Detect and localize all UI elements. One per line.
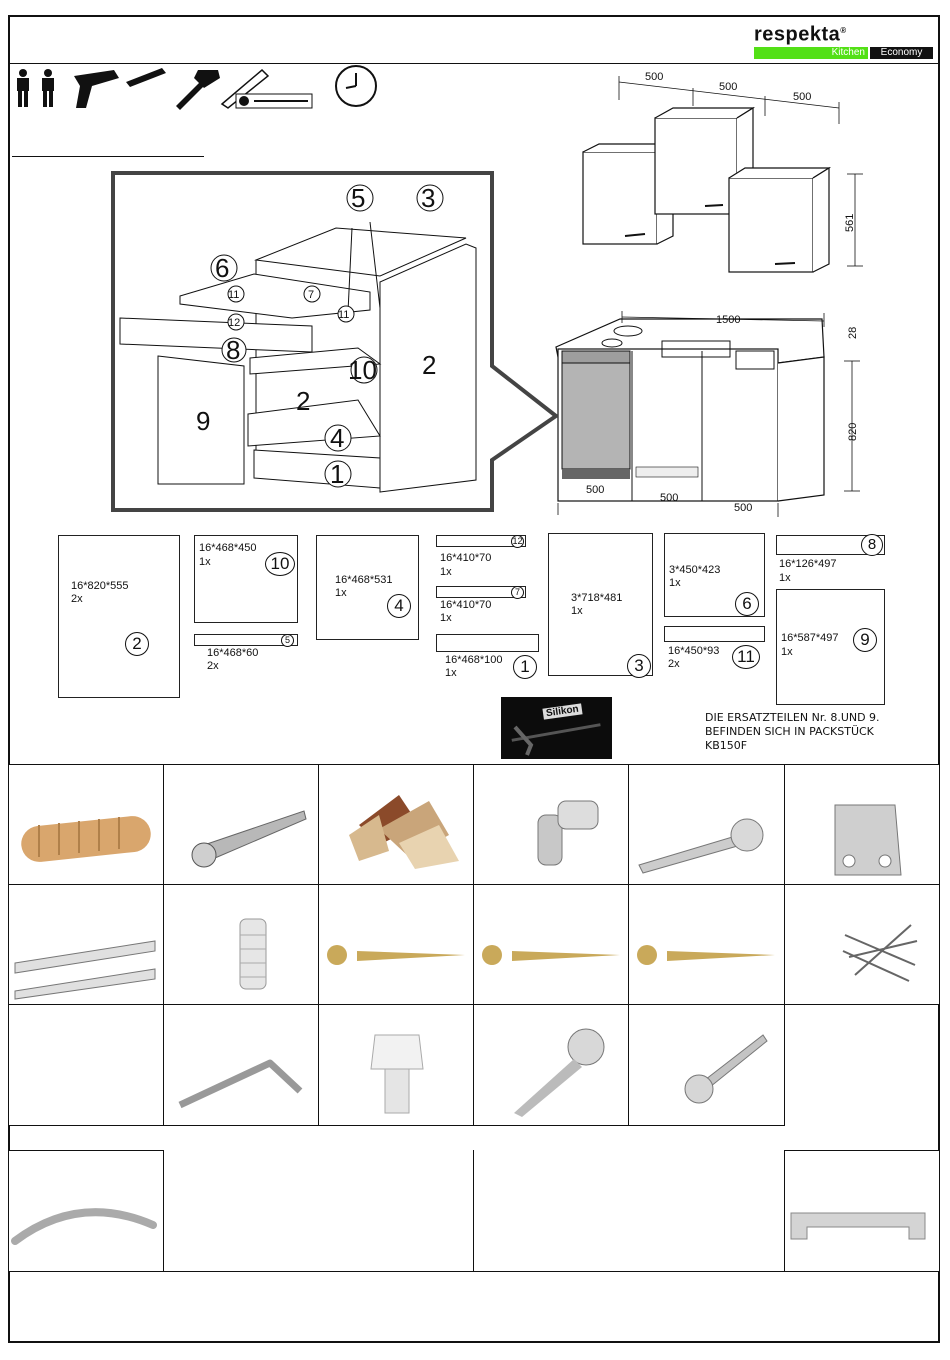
part-1 bbox=[436, 634, 539, 652]
svg-text:10: 10 bbox=[348, 355, 377, 385]
silikon-cartridge-image: Silikon bbox=[501, 697, 612, 759]
exploded-view: 5 3 6 11 7 12 11 8 10 2 2 9 4 1 bbox=[111, 171, 558, 512]
base-width-3: 500 bbox=[734, 502, 752, 514]
svg-text:12: 12 bbox=[228, 317, 240, 329]
base-height: 820 bbox=[847, 423, 859, 441]
handle-cell bbox=[8, 1150, 164, 1272]
svg-text:11: 11 bbox=[338, 309, 349, 321]
edge-veneer-icon bbox=[349, 795, 459, 869]
svg-text:4: 4 bbox=[330, 423, 344, 453]
shelf-support-icon bbox=[537, 800, 599, 866]
part-1-number: 1 bbox=[513, 655, 537, 679]
dowel-icon bbox=[21, 816, 151, 862]
hardware-cell bbox=[163, 884, 319, 1005]
part-9: 16*587*497 1x 9 bbox=[776, 589, 885, 705]
svg-text:9: 9 bbox=[196, 406, 210, 436]
drill-icon bbox=[74, 70, 119, 108]
machine-screw-icon bbox=[684, 1034, 768, 1104]
spare-parts-note: DIE ERSATZTEILEN Nr. 8.UND 9. BEFINDEN S… bbox=[705, 711, 880, 752]
hardware-cell bbox=[318, 884, 474, 1005]
nails-icon bbox=[842, 924, 918, 982]
hardware-cell bbox=[628, 884, 785, 1005]
hardware-cell bbox=[318, 764, 474, 885]
svg-text:6: 6 bbox=[215, 253, 229, 283]
part-2: 16*820*555 2x 2 bbox=[58, 535, 180, 698]
base-cabinets-drawing: 1500 28 820 500 500 500 bbox=[555, 311, 860, 517]
part-4: 16*468*531 1x 4 bbox=[316, 535, 419, 640]
tools-row bbox=[17, 65, 377, 110]
drill-bit-icon bbox=[126, 68, 166, 87]
svg-text:2: 2 bbox=[422, 350, 436, 380]
base-width-1: 500 bbox=[586, 484, 604, 496]
hardware-cell bbox=[473, 1004, 629, 1126]
wood-screw-icon bbox=[637, 945, 775, 965]
part-5: 5 bbox=[194, 634, 298, 647]
hardware-cell bbox=[473, 764, 629, 885]
part-6: 3*450*423 1x 6 bbox=[664, 533, 765, 617]
wall-width-2: 500 bbox=[719, 81, 737, 93]
brand-logo: respekta® Kitchen Economy bbox=[754, 20, 934, 59]
hardware-cell bbox=[473, 884, 629, 1005]
hardware-cell bbox=[163, 764, 319, 885]
base-top: 28 bbox=[847, 327, 859, 339]
part-12: 12 bbox=[436, 535, 526, 548]
hardware-cell bbox=[784, 764, 940, 885]
wood-screw-icon bbox=[482, 945, 620, 965]
plastic-dowel-icon bbox=[239, 918, 267, 990]
handle-cell bbox=[784, 1150, 940, 1272]
wall-cabinets-drawing: 500 500 500 561 bbox=[582, 71, 863, 273]
wall-width-1: 500 bbox=[645, 71, 663, 83]
hardware-cell bbox=[318, 1004, 474, 1126]
brand-line-economy: Economy bbox=[870, 46, 933, 59]
bow-handle-icon bbox=[11, 1208, 157, 1245]
part-8: 8 bbox=[776, 534, 885, 556]
footer-divider bbox=[8, 1271, 940, 1272]
part-11 bbox=[664, 626, 765, 642]
svg-text:1: 1 bbox=[330, 459, 344, 489]
hardware-cell bbox=[628, 764, 785, 885]
hardware-cell bbox=[163, 1004, 319, 1126]
brand-line-kitchen: Kitchen bbox=[754, 46, 868, 59]
header-divider bbox=[8, 63, 940, 64]
part-3: 3*718*481 1x 3 bbox=[548, 533, 653, 678]
part-10: 16*468*450 1x 10 bbox=[194, 535, 298, 623]
base-width: 1500 bbox=[716, 314, 740, 326]
page-frame bbox=[8, 15, 940, 1343]
hammer-icon bbox=[176, 70, 220, 110]
shelf-pin-icon bbox=[370, 1034, 424, 1114]
part-7: 7 bbox=[436, 586, 526, 599]
wood-screw-icon bbox=[327, 945, 465, 965]
part-11-number: 11 bbox=[732, 645, 760, 669]
bar-handle-icon bbox=[790, 1212, 926, 1240]
clock-icon bbox=[335, 65, 377, 107]
hardware-cell bbox=[628, 1004, 785, 1126]
hardware-cell bbox=[8, 884, 164, 1005]
hardware-cell bbox=[784, 884, 940, 1005]
connector-screw-icon bbox=[191, 810, 307, 868]
hardware-cell bbox=[8, 764, 164, 885]
screwdriver-icon bbox=[220, 68, 313, 109]
svg-text:3: 3 bbox=[421, 183, 435, 213]
hinge-icon bbox=[638, 818, 764, 874]
mounting-plate-icon bbox=[834, 804, 902, 876]
flat-head-screw-icon bbox=[514, 1028, 605, 1117]
brand-name: respekta® bbox=[754, 23, 847, 46]
svg-text:5: 5 bbox=[351, 183, 365, 213]
svg-text:7: 7 bbox=[308, 289, 314, 301]
allen-key-icon bbox=[178, 1059, 303, 1109]
svg-text:8: 8 bbox=[226, 335, 240, 365]
drawer-runner-icon bbox=[14, 940, 156, 1000]
wall-height: 561 bbox=[844, 214, 856, 232]
hardware-cell-empty bbox=[8, 1004, 164, 1126]
handle-divider bbox=[473, 1150, 474, 1271]
base-width-2: 500 bbox=[660, 492, 678, 504]
wall-width-3: 500 bbox=[793, 91, 811, 103]
section-underline bbox=[12, 156, 204, 157]
svg-text:11: 11 bbox=[228, 289, 239, 301]
svg-text:2: 2 bbox=[296, 386, 310, 416]
assembly-callouts: 5 3 6 11 7 12 11 8 10 2 2 9 4 1 bbox=[196, 183, 444, 489]
two-persons-icon bbox=[17, 69, 54, 107]
